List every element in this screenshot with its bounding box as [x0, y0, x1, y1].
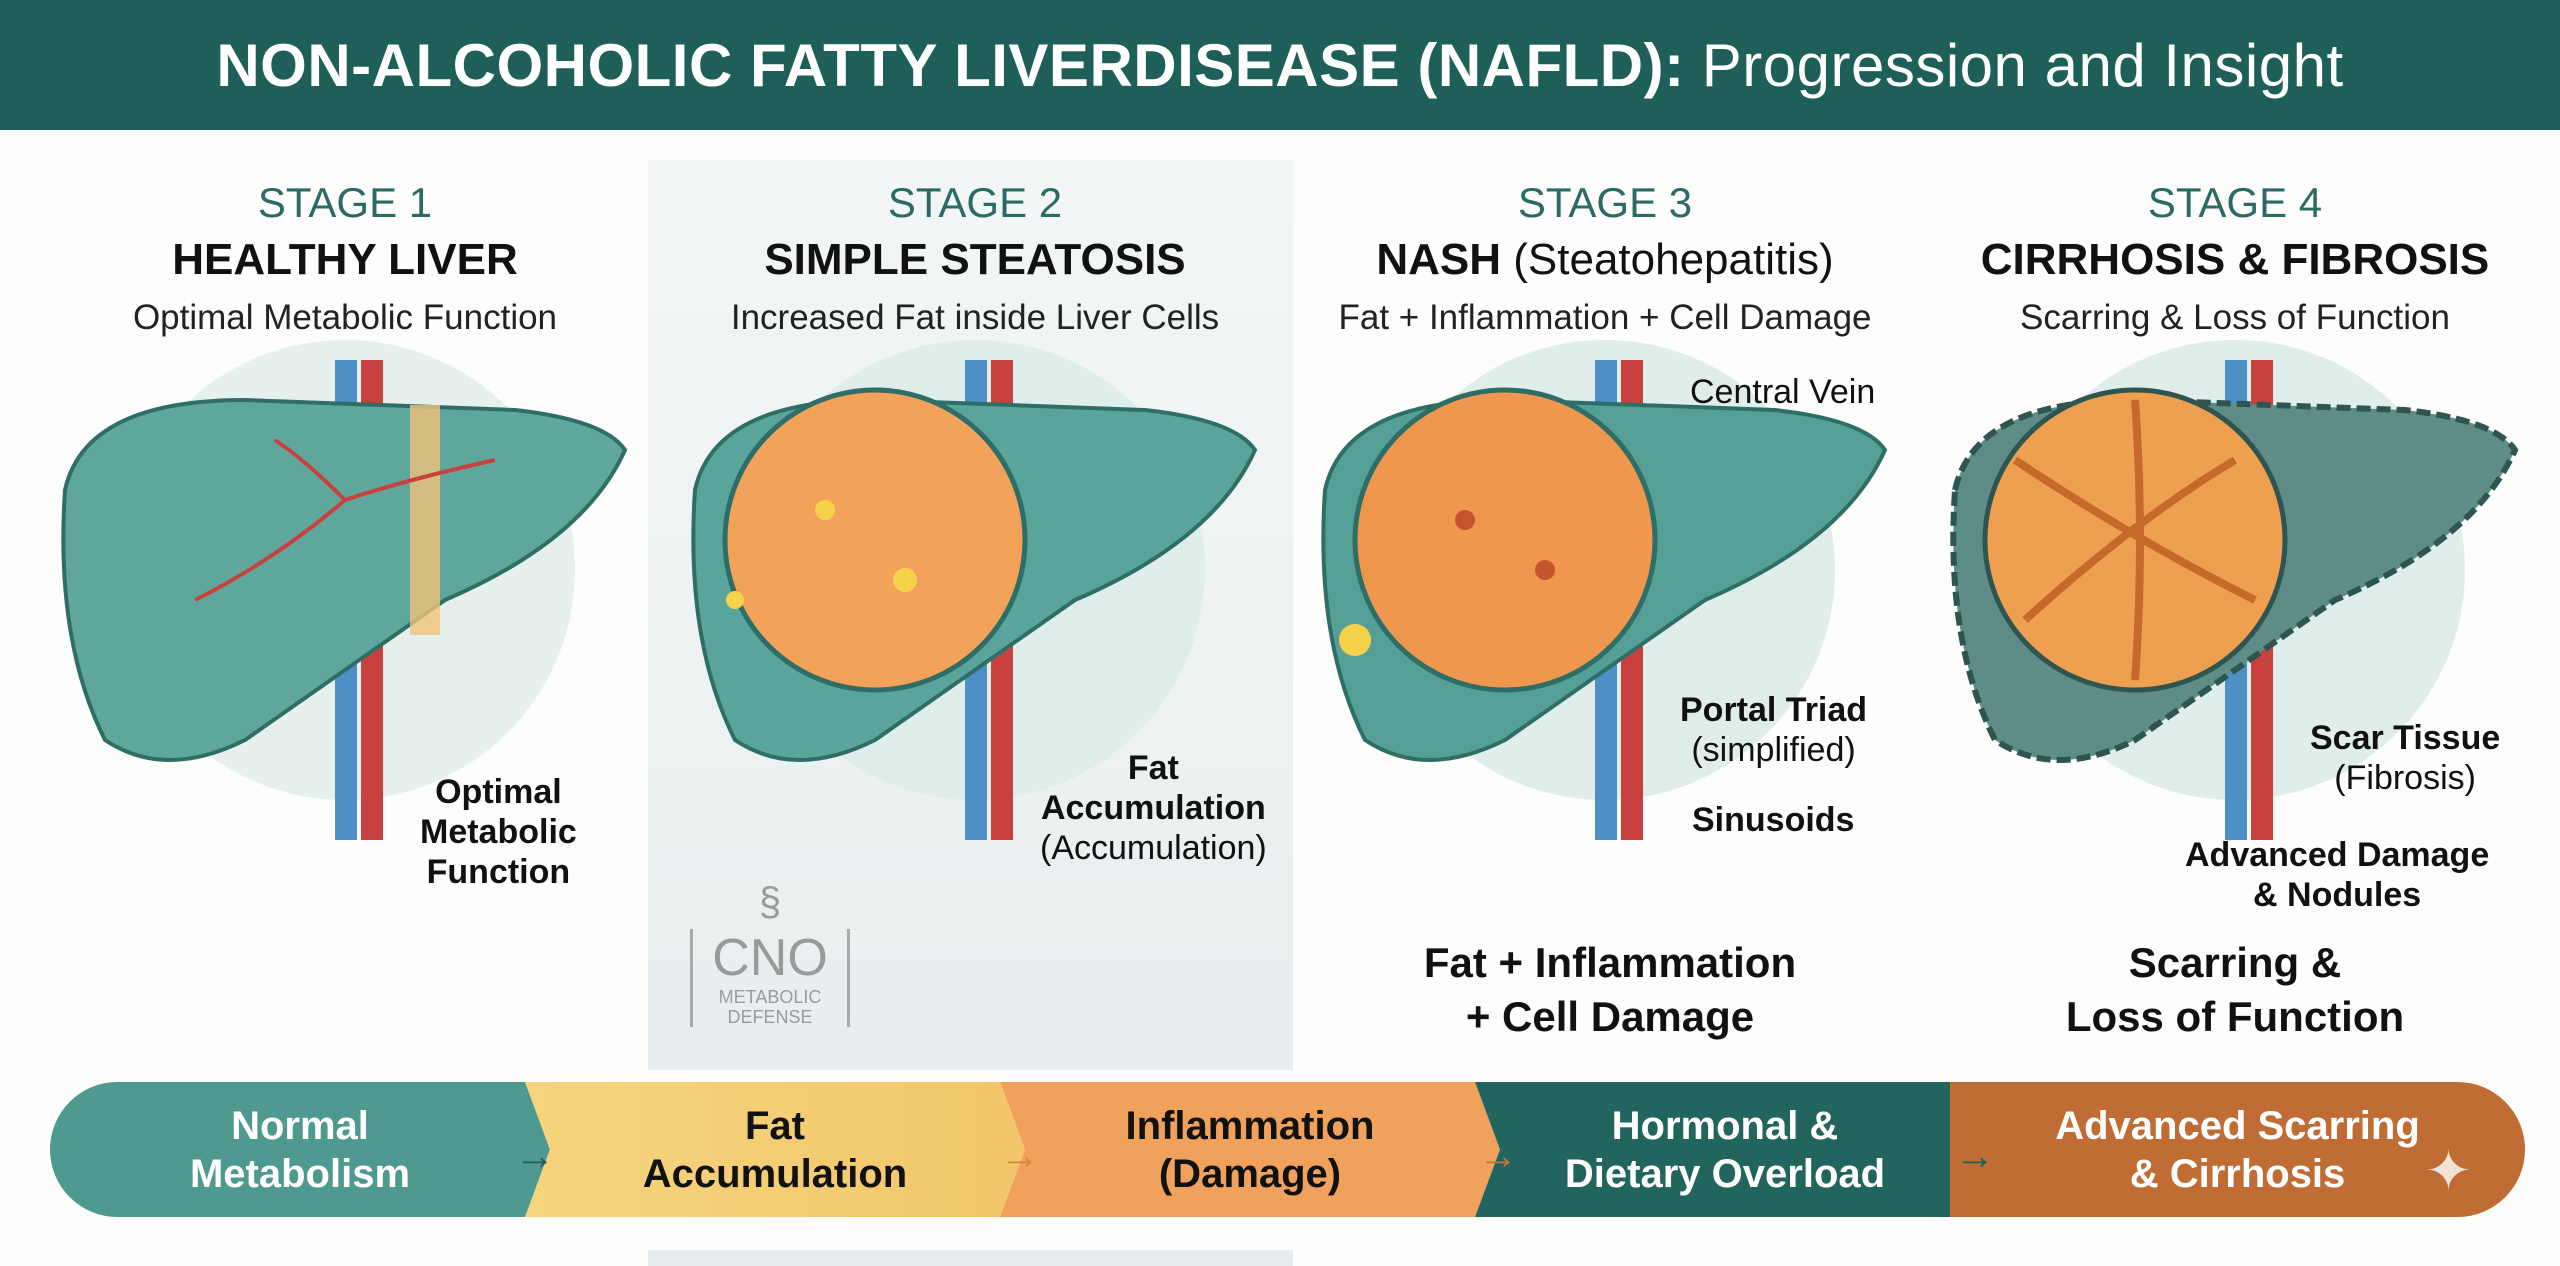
- steatosis-liver-illustration: [691, 340, 1258, 840]
- cirrhosis-liver-illustration: [1950, 340, 2519, 840]
- stage-2-header: STAGE 2 SIMPLE STEATOSIS Increased Fat i…: [730, 179, 1220, 337]
- stage-3-summary: Fat + Inflammation+ Cell Damage: [1423, 939, 1797, 1040]
- sparkle-icon: ✦: [2425, 1139, 2472, 1202]
- highlight-panel-bottom: [648, 1250, 1293, 1266]
- stage-3-header: STAGE 3 NASH (Steatohepatitis) Fat + Inf…: [1338, 179, 1872, 337]
- progression-step-5: Advanced Scarring& Cirrhosis: [1950, 1082, 2525, 1217]
- stage-4-summary: Scarring &Loss of Function: [2065, 939, 2405, 1040]
- sinusoids-label: Sinusoids: [1692, 801, 1855, 839]
- nash-liver-illustration: [1321, 340, 1888, 840]
- page-title: NON-ALCOHOLIC FATTY LIVERDISEASE (NAFLD)…: [216, 31, 2344, 99]
- arrow-icon: →: [1000, 1134, 1040, 1178]
- dna-icon: §: [758, 880, 782, 924]
- arrow-icon: →: [1955, 1134, 1995, 1178]
- arrow-icon: →: [515, 1134, 555, 1178]
- advanced-damage-label: Advanced Damage& Nodules: [2185, 836, 2490, 914]
- scar-tissue-label: Scar Tissue(Fibrosis): [2310, 719, 2501, 797]
- progression-step-3: Inflammation(Damage): [1000, 1082, 1500, 1217]
- arrow-icon: →: [1478, 1134, 1518, 1178]
- healthy-liver-illustration: [61, 340, 628, 840]
- title-bar: NON-ALCOHOLIC FATTY LIVERDISEASE (NAFLD)…: [0, 0, 2560, 130]
- stage-1-header: STAGE 1 HEALTHY LIVER Optimal Metabolic …: [132, 179, 558, 337]
- stage-4-header: STAGE 4 CIRRHOSIS & FIBROSIS Scarring & …: [1980, 179, 2490, 337]
- progression-step-4: Hormonal &Dietary Overload: [1475, 1082, 1975, 1217]
- portal-triad-label: Portal Triad(simplified): [1680, 691, 1868, 769]
- central-vein-label: Central Vein: [1690, 373, 1876, 411]
